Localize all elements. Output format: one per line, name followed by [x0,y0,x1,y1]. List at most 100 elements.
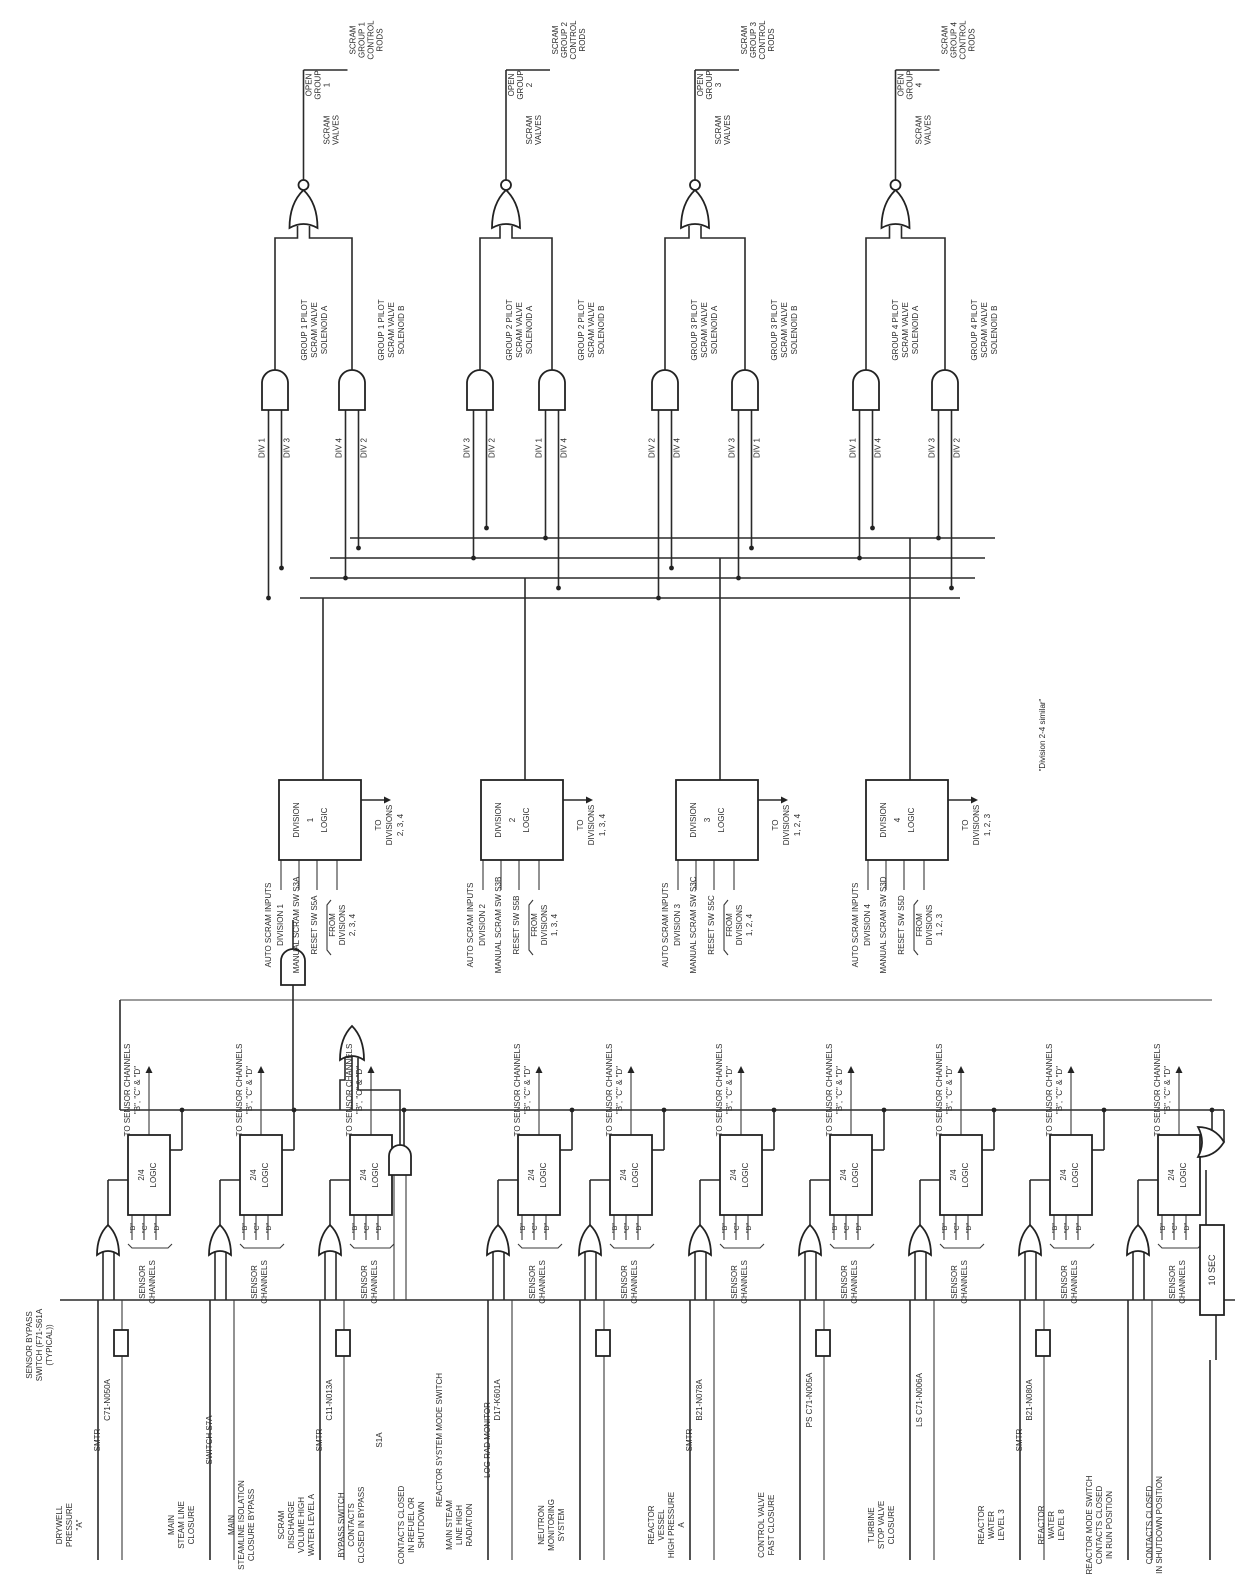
2of4-logic-label-line: LOGIC [539,1162,548,1187]
division-logic-label-line: 2 [508,817,517,822]
solenoid-a-label-line: SCRAM VALVE [515,302,524,358]
junction-dot [179,1107,185,1113]
to-divisions-label-line: TO [771,820,780,831]
transmitter-box [1035,1329,1051,1357]
to-sensor-channels-label-line: TO SENSOR CHANNELS [345,1044,354,1137]
open-group-label-line: OPEN [897,73,906,96]
auto-scram-label-line: AUTO SCRAM INPUTS [661,883,670,968]
switch-tag-line: SMTR [1015,1428,1024,1451]
and-input-label-line: DIV 4 [335,437,344,458]
sensor-channels-label-line: SENSOR [1168,1265,1177,1299]
arrowhead [145,1066,153,1073]
channel-tag-line: "D" [154,1222,161,1233]
sensor-input-label-line: MAIN STEAM [445,1500,454,1550]
division-logic-label-line: 1 [306,817,315,822]
from-divisions-label-line: 1, 3, 4 [550,913,559,936]
bypass-or-gate [339,1024,365,1062]
and-input-label: DIV 2 [360,437,369,458]
transmitter-tag: PS C71-N005A [805,1372,814,1427]
2of4-logic-box-9 [1049,1134,1093,1216]
solenoid-b-label-line: SOLENOID B [990,306,999,355]
from-divisions-label-line: 1, 2, 3 [935,913,944,936]
channel-tag: "C" [734,1222,741,1233]
division-logic-box-1 [278,779,362,861]
channel-tag-line: "B" [520,1223,527,1233]
arrowhead [535,1066,543,1073]
inverter-bubble [689,179,701,191]
scram-and-gate-a-1 [261,369,289,411]
open-group-label-line: 1 [323,82,332,87]
to-divisions-label-line: 1, 2, 3 [983,813,992,836]
scram-or-gate-2 [491,188,521,230]
open-group-label-line: OPEN [696,73,705,96]
division-logic-label-line: LOGIC [522,807,531,832]
scram-rods-label-line: SCRAM [349,25,358,54]
channel-brace [829,1243,875,1249]
channel-tag-line: "C" [954,1222,961,1233]
transmitter-tag: B21-N078A [695,1379,704,1421]
solenoid-a-label-line: SOLENOID A [710,305,719,354]
channel-brace [719,1243,765,1249]
channel-tag-line: "B" [722,1223,729,1233]
sensor-channels-label-line: CHANNELS [370,1260,379,1304]
to-divisions-label-line: 1, 3, 4 [598,813,607,836]
junction-dot [656,595,661,601]
scram-or-gate-3 [680,188,710,230]
2of4-logic-label-line: 2/4 [839,1169,848,1181]
auto-scram-label: AUTO SCRAM INPUTS [466,883,475,968]
from-divisions-label-line: DIVISIONS [540,905,549,945]
arrowhead [737,1066,745,1073]
division-title-line: DIVISION 4 [863,904,872,946]
division-logic-label-line: LOGIC [320,807,329,832]
sensor-channels-label-line: SENSOR [528,1265,537,1299]
open-group-label-line: 4 [915,82,924,87]
from-brace [326,899,332,956]
scram-and-gate-b-1 [338,369,366,411]
manual-scram-label: MANUAL SCRAM SW S3B [494,877,503,974]
manual-scram-label-line: MANUAL SCRAM SW S3C [689,876,698,973]
channel-tag: "B" [832,1223,839,1233]
transmitter-tag-line: D17-K601A [493,1379,502,1421]
wire [308,226,353,370]
from-divisions-label-line: DIVISIONS [735,905,744,945]
channel-tag-line: "B" [832,1223,839,1233]
2of4-logic-label-line: 2/4 [1059,1169,1068,1181]
channel-tag-line: "B" [130,1223,137,1233]
and-input-label: DIV 3 [728,437,737,458]
to-sensor-channels-label-line: TO SENSOR CHANNELS [825,1044,834,1137]
solenoid-b-label-line: SOLENOID B [790,306,799,355]
open-group-label-line: GROUP [705,70,714,99]
sensor-input-label-line: TURBINE [867,1507,876,1542]
transmitter-tag-line: B21-N078A [695,1379,704,1421]
junction-dot [343,575,348,581]
channel-tag: "D" [154,1222,161,1233]
sensor-input-label-line: IN RUN POSITION [1105,1491,1114,1559]
sensor-channels-label-line: SENSOR [138,1265,147,1299]
from-divisions-label-line: 2, 3, 4 [348,913,357,936]
to-sensor-channels-label-line: TO SENSOR CHANNELS [935,1044,944,1137]
switch-tag-line: LOG RAD MONITOR [483,1402,492,1478]
solenoid-b-label-line: GROUP 3 PILOT [770,299,779,360]
2of4-logic-label-line: 2/4 [359,1169,368,1181]
division-logic-box-3 [675,779,759,861]
sensor-input-label-line: WATER [1047,1511,1056,1539]
from-divisions-label-line: 1, 2, 4 [745,913,754,936]
division-title: DIVISION 2 [478,904,487,946]
reset-switch-label-line: RESET SW S5B [512,896,521,955]
and-input-label-line: DIV 2 [953,437,962,458]
sensor-input-label-line: CLOSURE [887,1506,896,1545]
